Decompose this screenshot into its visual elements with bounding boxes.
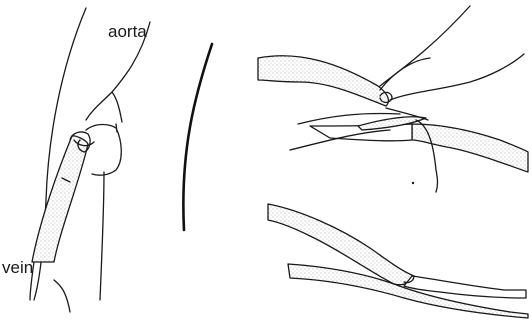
vein-label: vein bbox=[2, 258, 33, 277]
aortotomy-pouch bbox=[86, 125, 121, 176]
lower-vessel bbox=[412, 124, 528, 172]
aortotomy-tag bbox=[116, 124, 117, 132]
aorta-far-wall bbox=[183, 44, 212, 230]
stitch-mark-2 bbox=[54, 280, 70, 312]
suture-thread-3 bbox=[390, 54, 524, 100]
suture-thread-1 bbox=[380, 6, 470, 86]
suture-thread-2 bbox=[380, 58, 430, 90]
aorta-label: aorta bbox=[108, 22, 147, 41]
vein-tube bbox=[32, 136, 88, 262]
right-top-panel-suturing bbox=[258, 6, 528, 192]
upper-vessel bbox=[258, 56, 388, 106]
right-bottom-panel-completed bbox=[268, 204, 528, 318]
aorta-lower-line bbox=[100, 172, 104, 300]
left-panel-aorta-vein-view: aorta vein bbox=[2, 8, 212, 312]
ink-dot bbox=[412, 182, 414, 184]
aorta-inner-contour-2 bbox=[112, 92, 122, 122]
